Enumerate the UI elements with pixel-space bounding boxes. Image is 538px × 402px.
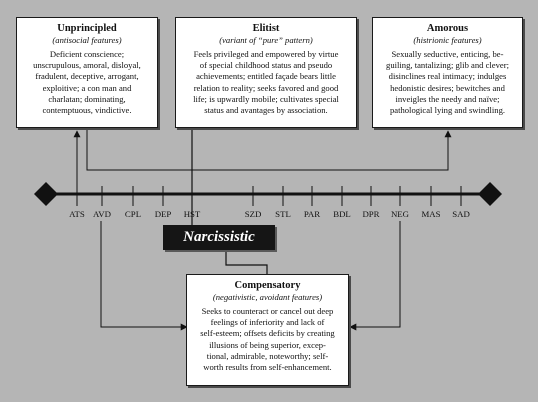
elitist-box: Elitist (variant of “pure” pattern) Feel… xyxy=(175,17,357,128)
elitist-title: Elitist xyxy=(252,23,280,34)
axis-label-ats: ATS xyxy=(69,209,85,219)
unprincipled-amorous-connector xyxy=(86,127,452,171)
compensatory-box: Compensatory (negativistic, avoidant fea… xyxy=(186,274,349,386)
axis-ticks xyxy=(76,186,462,206)
narcissistic-compensatory-connector xyxy=(225,250,268,275)
neg-compensatory-arrow xyxy=(349,221,401,331)
axis-label-sad: SAD xyxy=(452,209,470,219)
axis-label-szd: SZD xyxy=(244,209,262,219)
spectrum-right-diamond xyxy=(478,182,502,206)
axis-label-cpl: CPL xyxy=(124,209,142,219)
amorous-description: Sexually seductive, enticing, be- guilin… xyxy=(386,49,509,116)
avd-compensatory-arrow xyxy=(100,221,188,331)
compensatory-title: Compensatory xyxy=(234,280,301,291)
axis-label-stl: STL xyxy=(275,209,291,219)
axis-label-bdl: BDL xyxy=(333,209,351,219)
compensatory-description: Seeks to counteract or cancel out deep f… xyxy=(200,306,335,373)
compensatory-subtitle: (negativistic, avoidant features) xyxy=(212,292,323,302)
axis-label-hst: HST xyxy=(183,209,201,219)
unprincipled-description: Deficient conscience; unscrupulous, amor… xyxy=(33,49,141,116)
amorous-box: Amorous (histrionic features) Sexually s… xyxy=(372,17,523,128)
axis-label-neg: NEG xyxy=(390,209,410,219)
elitist-subtitle: (variant of “pure” pattern) xyxy=(219,35,313,45)
elitist-description: Feels privileged and empowered by virtue… xyxy=(193,49,339,116)
axis-label-dep: DEP xyxy=(154,209,172,219)
narcissistic-label: Narcissistic xyxy=(163,225,275,250)
axis-label-avd: AVD xyxy=(93,209,111,219)
amorous-subtitle: (histrionic features) xyxy=(413,35,482,45)
spectrum-left-diamond xyxy=(34,182,58,206)
unprincipled-title: Unprincipled xyxy=(57,23,117,34)
amorous-title: Amorous xyxy=(426,23,469,34)
axis-label-par: PAR xyxy=(303,209,321,219)
unprincipled-subtitle: (antisocial features) xyxy=(52,35,122,45)
unprincipled-box: Unprincipled (antisocial features) Defic… xyxy=(16,17,158,128)
axis-label-dpr: DPR xyxy=(362,209,380,219)
axis-label-mas: MAS xyxy=(421,209,441,219)
